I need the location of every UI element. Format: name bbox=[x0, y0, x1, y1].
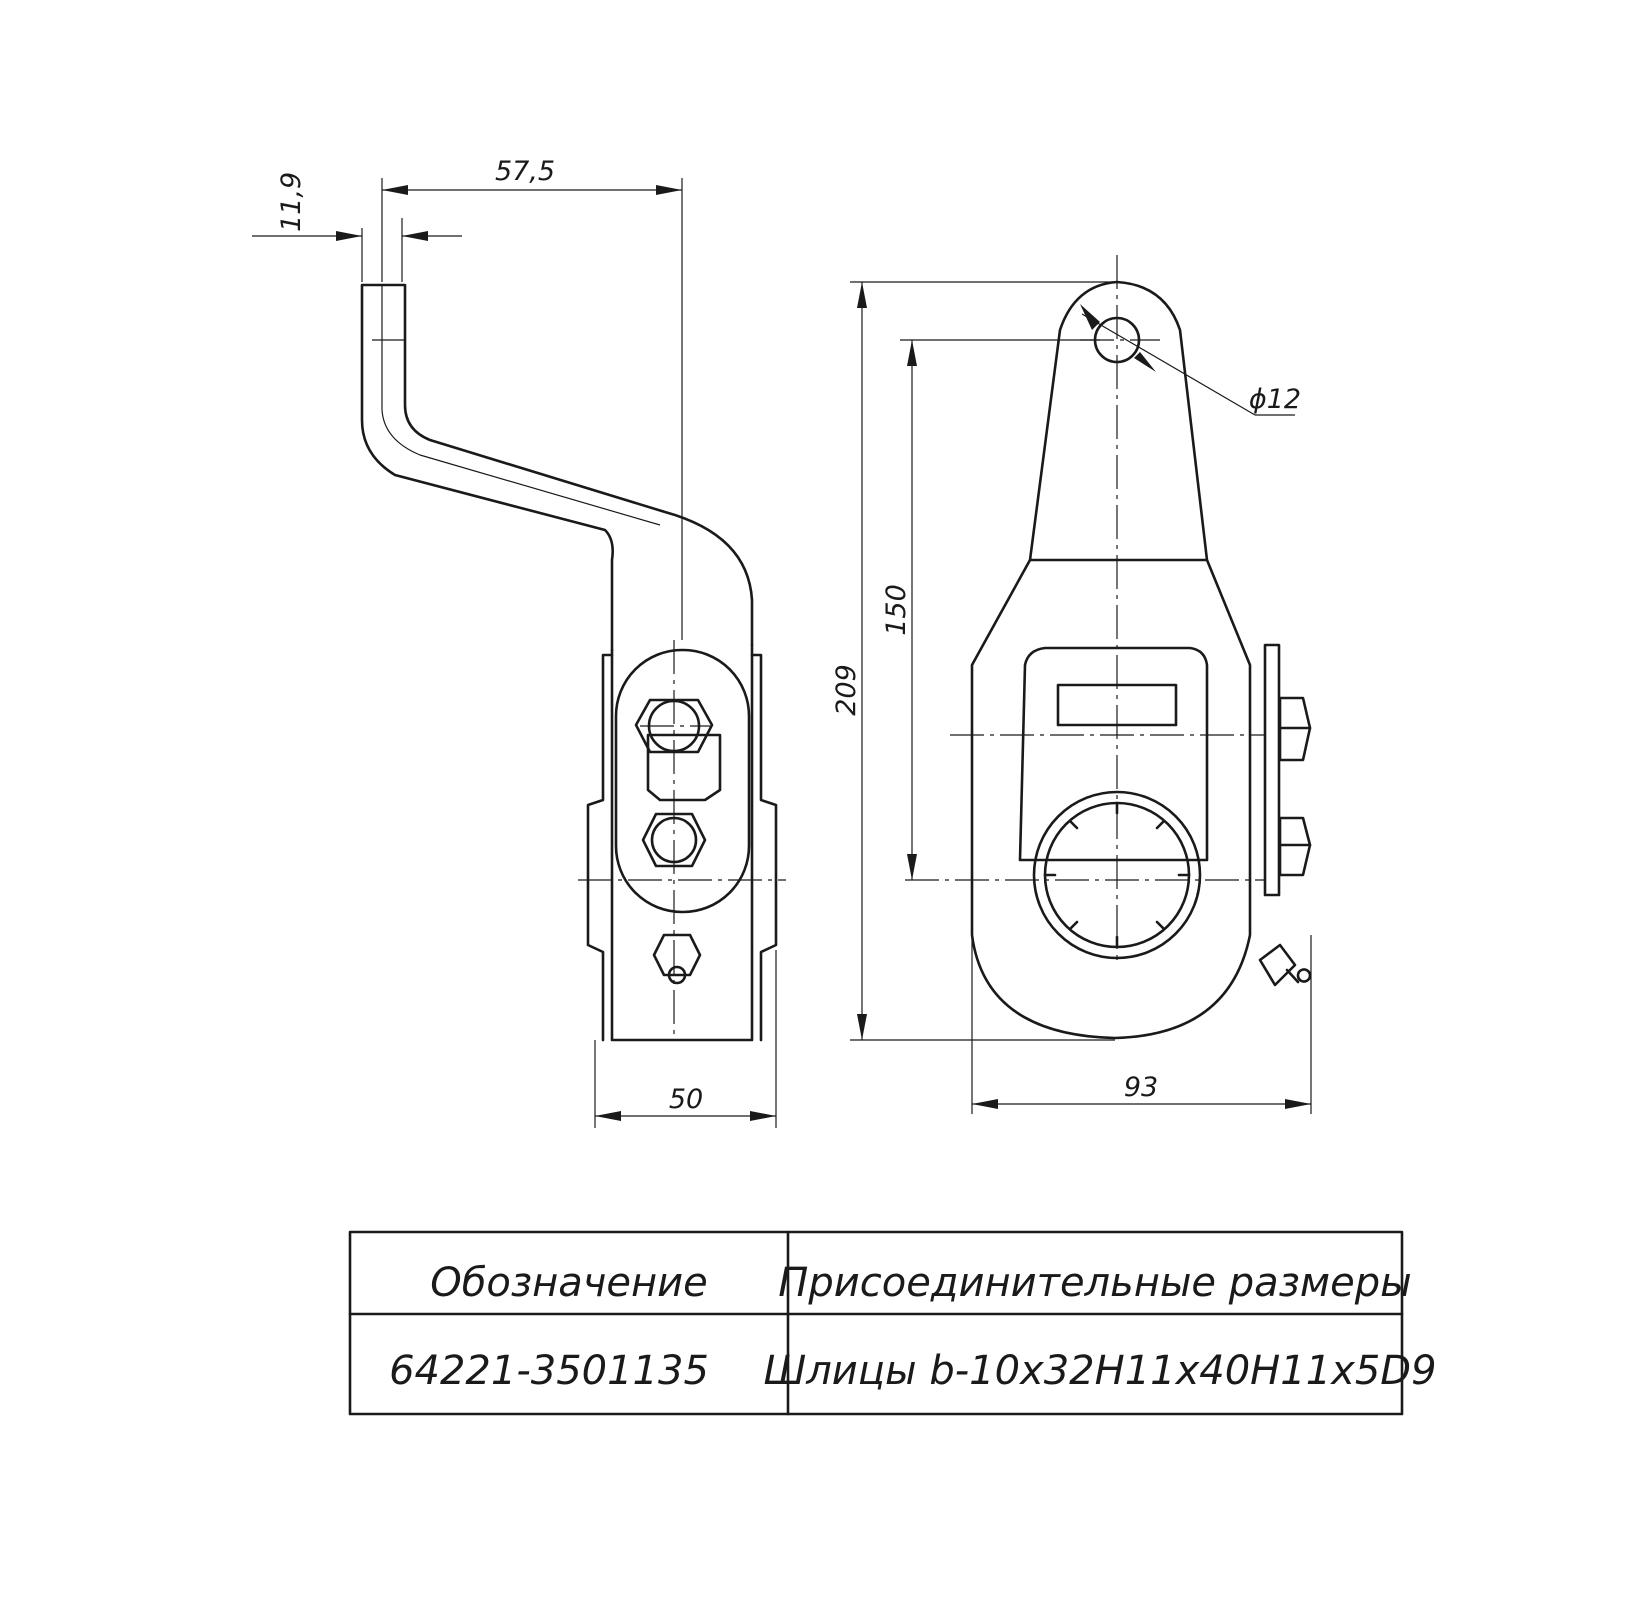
front-view-grease-nipple bbox=[1258, 943, 1312, 987]
side-view-lever-inner-edge bbox=[381, 285, 661, 526]
side-view-lock-plate bbox=[646, 733, 722, 802]
dim-width-side: 50 bbox=[669, 1084, 703, 1115]
side-view-grease-nipple bbox=[652, 933, 702, 977]
side-view-flange-right bbox=[750, 653, 778, 1042]
front-view-outline bbox=[970, 280, 1252, 1040]
table-cell-designation: 64221-3501135 bbox=[389, 1348, 709, 1394]
front-view-window-panel bbox=[1018, 646, 1209, 862]
side-view-body bbox=[610, 643, 754, 1042]
side-view-lower-nut bbox=[641, 812, 707, 868]
side-view-flange-left bbox=[586, 653, 614, 1042]
table-header-connection: Присоединительные размеры bbox=[778, 1260, 1411, 1306]
table-cell-connection: Шлицы b-10x32H11x40H11x5D9 bbox=[763, 1348, 1436, 1394]
dim-total-height: 209 bbox=[831, 664, 862, 716]
dim-width-front: 93 bbox=[1124, 1072, 1158, 1103]
side-view-grease-nipple-cap bbox=[667, 965, 687, 985]
dim-arm-reach: 57,5 bbox=[495, 156, 555, 187]
side-view-upper-nut bbox=[634, 698, 714, 754]
spec-table-border bbox=[348, 1230, 1404, 1416]
side-view: 11,9 57,5 50 bbox=[252, 156, 786, 1128]
table-header-designation: Обозначение bbox=[430, 1260, 708, 1306]
front-view: 209 150 ϕ12 93 bbox=[831, 255, 1312, 1114]
side-view-slot-plate bbox=[614, 648, 751, 914]
front-view-mount-plate bbox=[1263, 643, 1281, 897]
dim-offset: 11,9 bbox=[276, 172, 307, 232]
spec-table: Обозначение Присоединительные размеры 64… bbox=[348, 1230, 1437, 1416]
side-view-lever-outline bbox=[360, 283, 754, 652]
front-view-upper-nut bbox=[1278, 696, 1312, 762]
front-view-lower-nut bbox=[1278, 816, 1312, 877]
dim-hole-diameter: ϕ12 bbox=[1249, 384, 1301, 415]
dim-hole-to-spline: 150 bbox=[881, 584, 912, 636]
